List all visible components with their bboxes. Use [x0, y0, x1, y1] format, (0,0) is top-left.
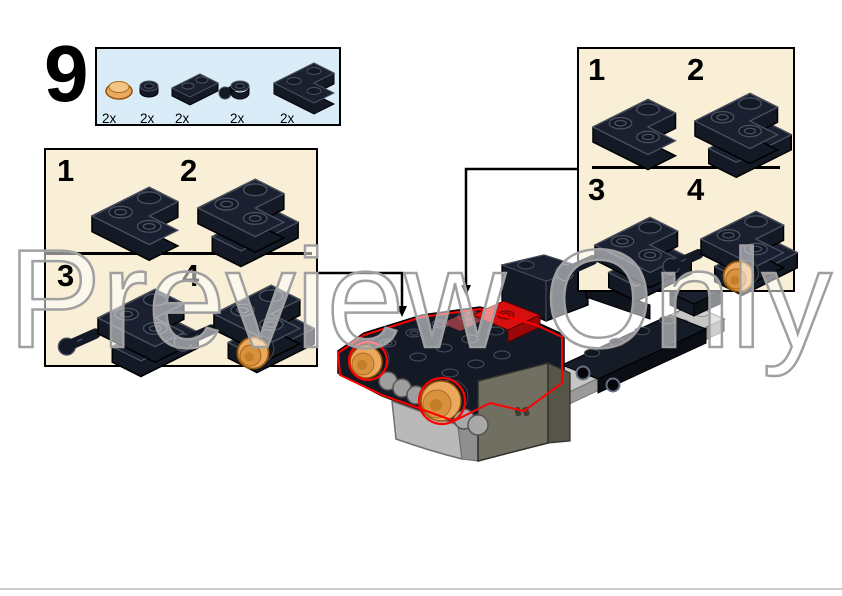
headlight-upper [347, 340, 390, 382]
substep-label: 4 [687, 172, 705, 207]
pin-hole [605, 377, 621, 393]
substep-label: 1 [588, 52, 606, 87]
left-callout-line [318, 271, 404, 308]
substep-label: 2 [180, 153, 198, 188]
right-substeps-panel: 1 2 3 4 [577, 47, 795, 292]
part-count: 2x [280, 111, 295, 126]
part-count: 2x [102, 111, 117, 126]
panel-divider [46, 252, 312, 255]
mudguard [391, 399, 479, 462]
right-callout-line [464, 167, 577, 287]
left-substep-drawings [46, 150, 316, 365]
headlight-lower [417, 376, 469, 426]
substep-label: 4 [182, 258, 200, 293]
footer-divider-line [0, 588, 842, 590]
left-callout-arrow [397, 306, 407, 317]
rear-black-plates [560, 314, 708, 394]
left-substeps-panel: 1 2 3 4 [44, 148, 318, 367]
right-substep-drawings [579, 49, 793, 289]
panel-divider [592, 166, 780, 169]
pin-hole [575, 365, 591, 381]
highlight-ring [417, 376, 467, 426]
highlight-ring [347, 340, 389, 382]
part-black-towball [218, 80, 250, 100]
part-trans-orange-dish [105, 81, 133, 100]
part-black-plate-1x2 [170, 73, 220, 106]
part-black-round-plate [139, 80, 159, 98]
part-count: 2x [140, 111, 155, 126]
parts-callout-box: 2x 2x 2x 2x 2x [95, 47, 341, 126]
step-number: 9 [44, 29, 89, 118]
parts-illustrations [105, 62, 336, 115]
part-count: 2x [230, 111, 245, 126]
part-black-corner-plate [272, 62, 336, 115]
substep-label: 3 [588, 172, 606, 207]
substep-label: 1 [57, 153, 75, 188]
part-count: 2x [175, 111, 190, 126]
right-callout-arrow [461, 285, 471, 296]
substep-label: 3 [57, 258, 75, 293]
new-parts-outline [336, 307, 563, 423]
substep-label: 2 [687, 52, 705, 87]
